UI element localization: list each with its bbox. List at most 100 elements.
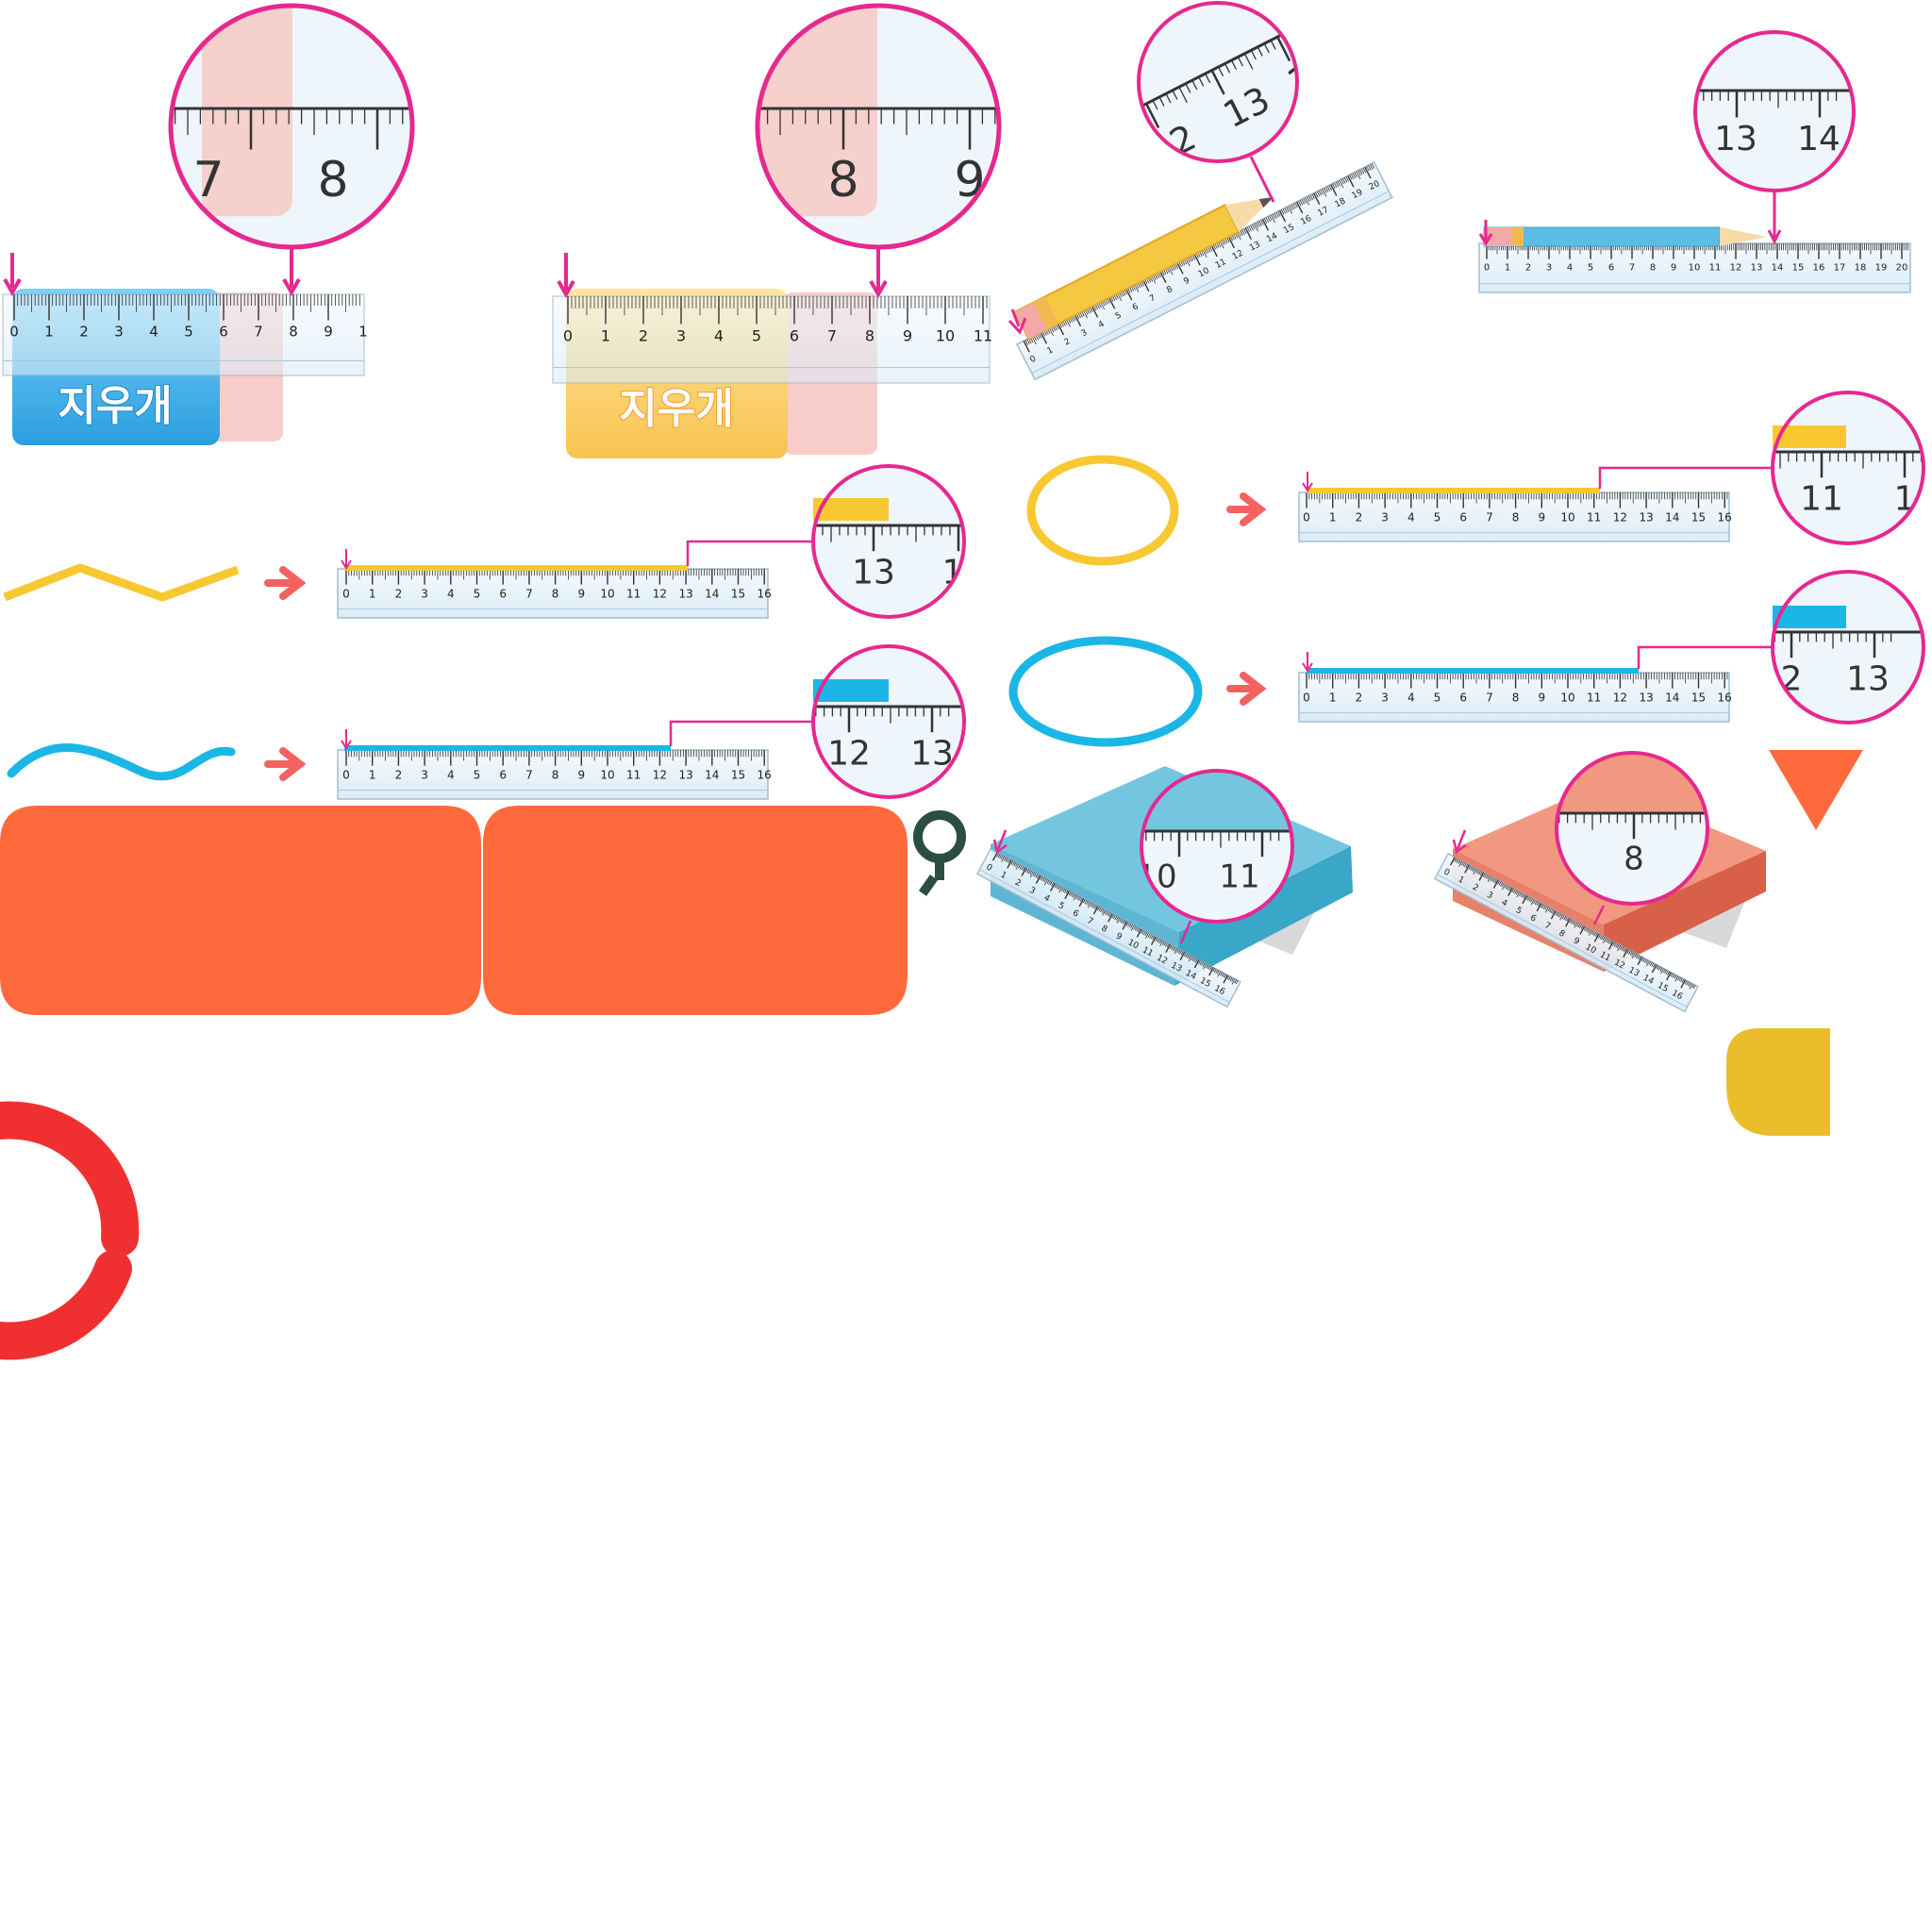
magnified-tick-label: 14 <box>1797 120 1840 158</box>
tick-label: 11 <box>974 326 992 344</box>
tick-label: 15 <box>1691 691 1706 705</box>
tick-label: 0 <box>1028 354 1038 365</box>
tick-label: 9 <box>1182 276 1191 288</box>
tick-label: 3 <box>1381 691 1389 705</box>
tick-label: 17 <box>1834 263 1846 274</box>
tick-label: 11 <box>1587 691 1601 705</box>
eraser-label: 지우개 <box>619 385 733 433</box>
tick-label: 6 <box>1459 511 1467 525</box>
tick-label: 9 <box>1671 263 1676 274</box>
tick-label: 1 <box>601 326 610 344</box>
tick-label: 3 <box>421 588 428 601</box>
tick-label: 10 <box>600 769 614 782</box>
tick-label: 1 <box>1329 511 1337 525</box>
magnified-tick-label: 13 <box>1714 120 1757 158</box>
tick-label: 16 <box>1813 263 1825 274</box>
tick-label: 2 <box>1471 883 1480 894</box>
tick-label: 10 <box>1584 942 1598 956</box>
tick-label: 5 <box>474 769 481 782</box>
tick-label: 4 <box>1500 898 1509 909</box>
tick-label: 16 <box>758 588 772 601</box>
tick-label: 11 <box>626 588 641 601</box>
tick-label: 17 <box>1316 206 1330 219</box>
tick-label: 8 <box>1512 691 1520 705</box>
start-arrow <box>1302 652 1313 673</box>
tick-label: 12 <box>653 588 667 601</box>
leader-line <box>1637 645 1773 669</box>
right-arrow-icon <box>264 566 307 600</box>
tick-label: 1 <box>369 588 376 601</box>
tick-label: 6 <box>1131 302 1141 313</box>
tick-label: 6 <box>1071 908 1080 920</box>
magnified-tick-label: 8 <box>1624 841 1644 878</box>
tick-label: 0 <box>342 588 350 601</box>
tick-label: 9 <box>1114 932 1124 943</box>
wave-line <box>7 743 236 781</box>
tick-label: 16 <box>1718 691 1732 705</box>
tick-label: 0 <box>984 862 993 874</box>
tick-label: 5 <box>752 326 761 344</box>
tick-label: 11 <box>1214 258 1228 271</box>
tick-label: 0 <box>1441 867 1451 878</box>
tick-label: 10 <box>1126 938 1141 951</box>
pin-icon <box>913 810 966 896</box>
tick-label: 0 <box>1484 263 1490 274</box>
tick-label: 4 <box>1042 893 1052 905</box>
tick-label: 6 <box>499 588 507 601</box>
magnified-tick-label: 13 <box>852 553 895 591</box>
tick-label: 4 <box>1097 320 1107 331</box>
tick-label: 5 <box>184 324 193 341</box>
tick-label: 9 <box>577 588 585 601</box>
tick-label: 5 <box>1434 691 1441 705</box>
tick-label: 7 <box>254 324 263 341</box>
tick-label: 1 <box>1329 691 1337 705</box>
start-arrow <box>341 549 352 570</box>
tick-label: 10 <box>1689 263 1701 274</box>
tick-label: 0 <box>1303 511 1310 525</box>
tick-label: 5 <box>474 588 481 601</box>
tick-label: 4 <box>1407 691 1415 705</box>
tick-label: 11 <box>1598 950 1612 963</box>
ring-yellow <box>1026 455 1179 566</box>
leader-line <box>669 720 813 746</box>
tick-label: 1 <box>44 324 54 341</box>
zigzag-line <box>3 563 240 602</box>
leader-line <box>686 540 813 566</box>
tick-label: 11 <box>1141 945 1155 958</box>
tick-label: 8 <box>865 326 874 344</box>
pencil <box>1483 226 1767 247</box>
tick-label: 13 <box>678 769 692 782</box>
ring-cyan <box>1008 636 1203 747</box>
end-arrow <box>869 247 888 299</box>
tick-label: 13 <box>1627 966 1641 979</box>
tick-label: 12 <box>1730 263 1742 274</box>
tick-label: 5 <box>1514 906 1524 917</box>
tick-label: 0 <box>1303 691 1310 705</box>
gold-blob <box>1726 1028 1830 1136</box>
tick-label: 3 <box>114 324 124 341</box>
tick-label: 2 <box>1356 691 1363 705</box>
leader-line <box>1598 466 1773 489</box>
leader-line <box>1249 156 1275 203</box>
coral-rounded-panel <box>483 806 908 1015</box>
eraser-label: 지우개 <box>58 382 172 430</box>
tick-label: 4 <box>447 588 455 601</box>
tick-label: 5 <box>1588 263 1593 274</box>
tick-label: 13 <box>1751 263 1763 274</box>
tick-label: 4 <box>714 326 724 344</box>
tick-label: 1 <box>1457 875 1466 887</box>
tick-label: 12 <box>1155 954 1169 967</box>
tick-label: 14 <box>1265 231 1279 244</box>
tick-label: 0 <box>563 326 573 344</box>
start-arrow <box>3 253 22 297</box>
tick-label: 8 <box>1650 263 1656 274</box>
